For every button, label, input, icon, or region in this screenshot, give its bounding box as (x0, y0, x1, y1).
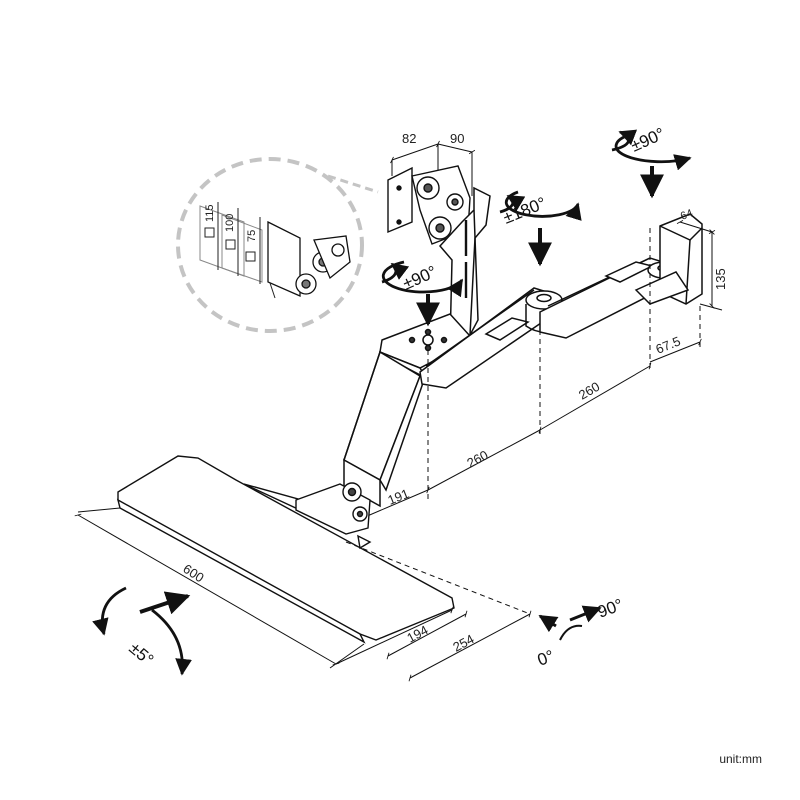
dim-135: 135 (713, 268, 728, 290)
support-column (343, 313, 471, 508)
vesa-115-label: 115 (204, 204, 216, 222)
inner-arm-segment (419, 287, 563, 389)
wall-swivel-indicator: ±90° (611, 124, 692, 199)
elbow-swivel-indicator: ±180° (499, 190, 582, 267)
tray-tilt-label: ±5° (125, 639, 157, 670)
dim-90: 90 (450, 131, 464, 146)
unit-label: unit:mm (719, 752, 762, 766)
keyboard-tray (116, 455, 455, 644)
monitor-swivel-indicator: ±90° (381, 260, 464, 327)
arm-dimension-chain (356, 338, 702, 524)
monitor-swivel-label: ±90° (400, 262, 440, 294)
wall-plate-dimension (676, 220, 723, 311)
monitor-tilt-head (387, 165, 471, 245)
tray-angle-end-label: 90° (595, 595, 626, 622)
tray-mount-bracket (295, 482, 371, 535)
tray-dimension (74, 507, 532, 682)
vesa-100-label: 100 (224, 214, 236, 232)
pivot-axis-lines (427, 228, 701, 502)
callout-tilt-head (267, 220, 351, 297)
dim-82: 82 (402, 131, 416, 146)
tray-tilt-indicator: ±5° (92, 586, 192, 676)
dim-600: 600 (180, 561, 206, 585)
wall-swivel-label: ±90° (628, 124, 668, 156)
wall-mount-plate (634, 213, 703, 305)
dim-260-outer: 260 (576, 379, 602, 403)
dim-64: 64 (679, 207, 695, 222)
tray-angle-indicator: 0° 90° (535, 595, 626, 670)
vesa-75-label: 75 (246, 230, 258, 242)
dim-254: 254 (450, 631, 476, 654)
tray-angle-start-label: 0° (535, 646, 557, 669)
bracket-width-dimension (390, 140, 476, 196)
dim-67-5: 67.5 (654, 333, 683, 356)
dim-191: 191 (386, 486, 412, 508)
dim-260-inner: 260 (464, 447, 490, 470)
vesa-detail-callout: 115 100 75 (176, 157, 379, 333)
vesa-pattern-icon (199, 205, 263, 283)
